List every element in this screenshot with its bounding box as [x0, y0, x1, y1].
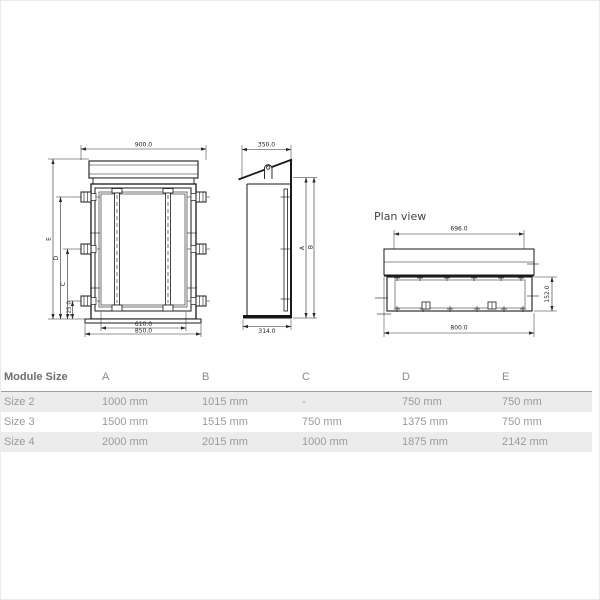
table-cell-d: 1375 mm — [402, 416, 448, 428]
dim-label-e: E — [46, 237, 53, 241]
table-cell-size: Size 2 — [4, 396, 35, 408]
dim-label-plan-depth: 152.0 — [544, 285, 551, 302]
table-cell-b: 2015 mm — [202, 436, 248, 448]
dim-label-front-door-width: 610.0 — [135, 321, 152, 328]
column-header-e: E — [502, 371, 510, 383]
table-cell-a: 1500 mm — [102, 416, 148, 428]
front-view: 900.0 — [46, 142, 210, 337]
table-cell-c: 750 mm — [302, 416, 342, 428]
plan-view-title: Plan view — [374, 210, 426, 223]
dim-label-front-base-width: 850.0 — [135, 328, 152, 335]
table-cell-d: 750 mm — [402, 396, 442, 408]
dim-label-a: A — [299, 245, 306, 250]
table-cell-a: 1000 mm — [102, 396, 148, 408]
technical-drawing: 900.0 — [46, 142, 557, 337]
table-cell-c: - — [302, 396, 306, 408]
dim-label-plan-inner: 696.0 — [450, 226, 467, 233]
table-cell-e: 750 mm — [502, 396, 542, 408]
table-cell-size: Size 4 — [4, 436, 35, 448]
table-header-row: Module Size A B C D E — [1, 364, 592, 392]
dim-label-side-top: 350.0 — [258, 142, 275, 149]
column-header-module-size: Module Size — [4, 371, 68, 383]
column-header-c: C — [302, 371, 310, 383]
plan-fixing-marks-top — [394, 275, 524, 281]
spec-table: Module Size A B C D E Size 2 1000 mm 101… — [1, 364, 592, 452]
dim-label-plan-outer: 800.0 — [450, 325, 467, 332]
side-view: 350.0 A B 314.0 — [238, 142, 317, 335]
table-cell-b: 1515 mm — [202, 416, 248, 428]
table-cell-e: 2142 mm — [502, 436, 548, 448]
table-cell-d: 1875 mm — [402, 436, 448, 448]
table-row: Size 4 2000 mm 2015 mm 1000 mm 1875 mm 2… — [1, 432, 592, 452]
table-cell-c: 1000 mm — [302, 436, 348, 448]
column-header-d: D — [402, 371, 410, 383]
dim-label-b: B — [308, 245, 315, 249]
dim-label-c: C — [60, 282, 67, 286]
door-bolts — [77, 191, 210, 307]
table-cell-e: 750 mm — [502, 416, 542, 428]
dim-label-side-base: 314.0 — [258, 328, 275, 335]
table-cell-a: 2000 mm — [102, 436, 148, 448]
plan-view: Plan view 696.0 — [374, 210, 557, 337]
hinge-bar-left — [111, 188, 123, 312]
table-cell-size: Size 3 — [4, 416, 35, 428]
table-row: Size 2 1000 mm 1015 mm - 750 mm 750 mm — [1, 392, 592, 412]
table-cell-b: 1015 mm — [202, 396, 248, 408]
column-header-b: B — [202, 371, 210, 383]
table-row: Size 3 1500 mm 1515 mm 750 mm 1375 mm 75… — [1, 412, 592, 432]
dim-label-front-top: 900.0 — [135, 142, 152, 149]
hinge-bar-right — [162, 188, 174, 312]
dim-label-125: 125.0 — [67, 301, 73, 317]
dim-label-d: D — [53, 255, 60, 260]
column-header-a: A — [102, 371, 110, 383]
plan-fixing-marks-bottom — [394, 306, 526, 312]
